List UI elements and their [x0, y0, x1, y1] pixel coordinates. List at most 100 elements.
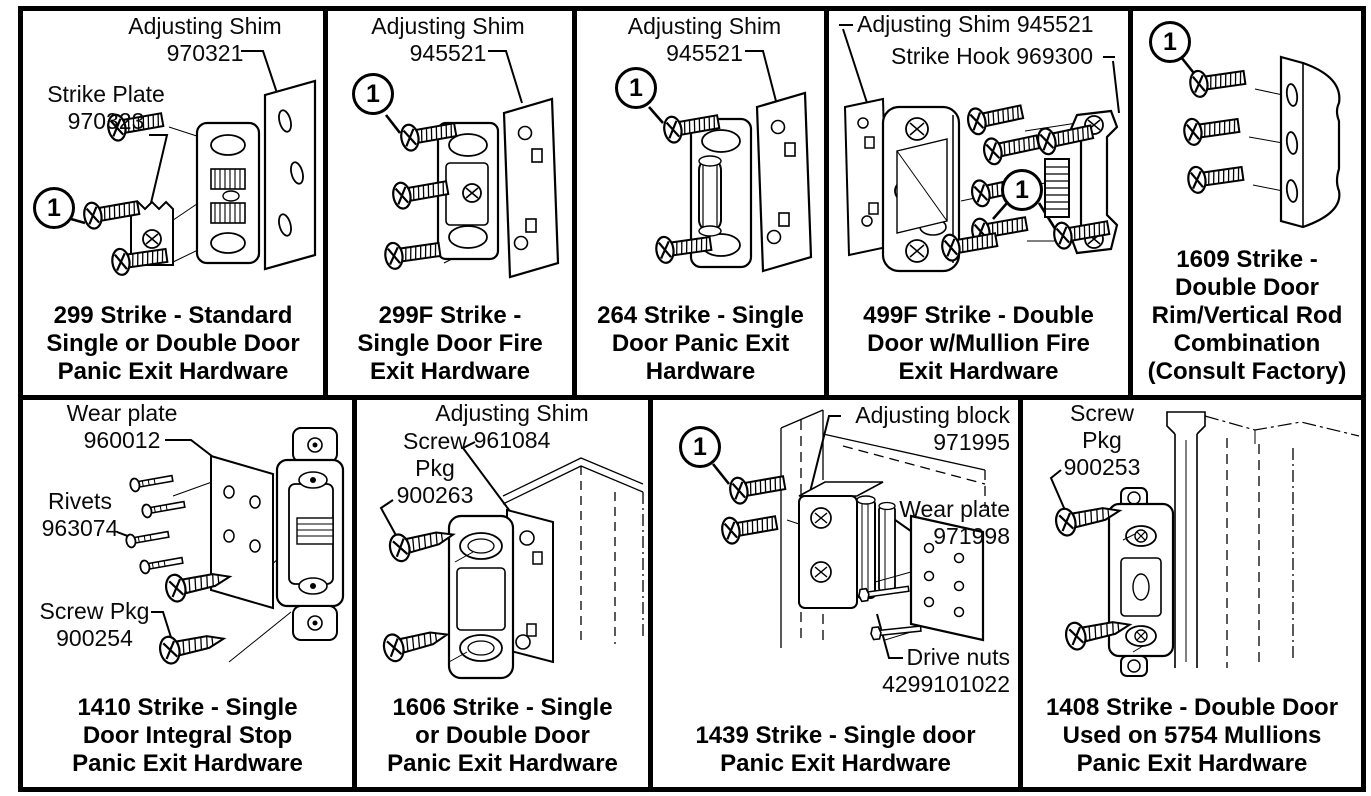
strike-body	[1107, 487, 1175, 677]
caption-1609: 1609 Strike - Double Door Rim/Vertical R…	[1147, 246, 1347, 385]
screw-icon	[1181, 111, 1242, 148]
caption-499F: 499F Strike - Double Door w/Mullion Fire…	[863, 302, 1094, 385]
callout-1-balloon: 1	[1001, 169, 1043, 211]
exploded-view-1606-drawing	[379, 441, 644, 680]
adjusting-shim-plate	[843, 97, 889, 257]
screw-icon	[1185, 159, 1246, 196]
panel-499F-strike: Adjusting Shim 945521 Strike Hook 969300…	[824, 11, 1128, 395]
label-screw-pkg: Screw Pkg 900263	[396, 428, 474, 508]
axis-lines	[1122, 533, 1144, 653]
adjusting-shim-plate	[506, 508, 554, 664]
rivet-icon	[138, 553, 185, 576]
callout-1-balloon: 1	[615, 67, 657, 109]
leader-lines	[384, 50, 523, 134]
screw-icon	[382, 235, 443, 272]
diagram-299: Adjusting Shim 970321 Strike Plate 97032…	[23, 11, 323, 302]
label-adjusting-shim: Adjusting Shim 961084	[435, 400, 589, 453]
adjusting-block	[798, 481, 896, 609]
caption-264: 264 Strike - Single Door Panic Exit Hard…	[597, 302, 804, 385]
strike-body	[447, 514, 515, 680]
leader-lines	[839, 24, 1120, 236]
adjusting-shim-plate	[502, 97, 560, 279]
label-adjusting-block: Adjusting block 971995	[855, 402, 1010, 455]
callout-1-balloon: 1	[1149, 21, 1191, 63]
axis-lines	[786, 519, 912, 641]
diagram-299F: Adjusting Shim 945521 1	[328, 11, 572, 302]
exploded-view-1410-drawing	[116, 427, 345, 667]
screw-icon	[980, 127, 1042, 167]
label-adjusting-shim: Adjusting Shim 970321	[128, 13, 282, 66]
strike-body	[275, 427, 345, 641]
label-drive-nuts: Drive nuts 4299101022	[882, 644, 1010, 697]
callout-1-balloon: 1	[679, 426, 721, 468]
axis-lines	[1248, 88, 1284, 192]
panel-299-strike: Adjusting Shim 970321 Strike Plate 97032…	[23, 11, 323, 395]
top-row: Adjusting Shim 970321 Strike Plate 97032…	[23, 11, 1361, 400]
leader-lines	[648, 50, 778, 124]
exploded-view-1439-drawing	[711, 409, 986, 659]
panel-1609-strike: 1 1609 Strike - Double Door Rim/Vertical…	[1128, 11, 1361, 395]
caption-1439: 1439 Strike - Single door Panic Exit Har…	[695, 722, 976, 777]
wear-plate	[210, 454, 274, 610]
wear-plate	[909, 514, 985, 642]
caption-1410: 1410 Strike - Single Door Integral Stop …	[72, 694, 303, 777]
door-frame	[780, 409, 986, 648]
strike-body	[881, 105, 961, 273]
callout-1-balloon: 1	[352, 73, 394, 115]
panel-264-strike: Adjusting Shim 945521 1 264 Strike - Sin…	[572, 11, 824, 395]
label-adjusting-shim: Adjusting Shim 945521	[627, 13, 782, 66]
diagram-264: Adjusting Shim 945521 1	[577, 11, 824, 302]
axis-lines	[448, 551, 474, 663]
caption-1408: 1408 Strike - Double Door Used on 5754 M…	[1045, 694, 1339, 777]
caption-1606: 1606 Strike - Single or Double Door Pani…	[387, 694, 618, 777]
panel-1408-strike: Screw Pkg 900253 1408 Strike - Double Do…	[1018, 400, 1361, 787]
diagram-1408: Screw Pkg 900253	[1023, 400, 1361, 694]
rivet-icon	[140, 497, 187, 520]
label-strike-plate: Strike Plate 970323	[47, 81, 165, 134]
exploded-view-299-drawing	[70, 50, 317, 278]
adjusting-shim-plate	[263, 79, 317, 271]
panel-299F-strike: Adjusting Shim 945521 1 299F Strike - Si…	[323, 11, 572, 395]
diagram-1606: Adjusting Shim 961084 Screw Pkg 900263	[357, 400, 648, 694]
exploded-view-499F-drawing	[839, 24, 1120, 273]
screw-icon	[964, 97, 1026, 137]
strike-body	[436, 121, 500, 261]
figure-frame: Adjusting Shim 970321 Strike Plate 97032…	[18, 6, 1366, 792]
exploded-view-1609-drawing	[1179, 55, 1341, 229]
caption-299: 299 Strike - Standard Single or Double D…	[46, 302, 300, 385]
label-wear-plate: Wear plate 971998	[899, 496, 1010, 549]
label-screw-pkg: Screw Pkg 900253	[1063, 400, 1141, 480]
label-rivets: Rivets 963074	[41, 488, 119, 541]
diagram-499F: Adjusting Shim 945521 Strike Hook 969300…	[829, 11, 1128, 302]
label-screw-pkg: Screw Pkg 900254	[39, 598, 150, 651]
leader-lines	[70, 50, 280, 225]
strike-body	[195, 121, 261, 265]
panel-1410-strike: Wear plate 960012 Rivets 963074 Screw Pk…	[23, 400, 352, 787]
label-adjusting-shim: Adjusting Shim 945521	[371, 13, 525, 66]
exploded-view-299F-drawing	[382, 50, 560, 279]
strike-hook-block	[1044, 158, 1070, 218]
mullion	[1166, 411, 1360, 668]
door-frame	[502, 457, 644, 644]
exploded-view-264-drawing	[648, 50, 813, 273]
caption-299F: 299F Strike - Single Door Fire Exit Hard…	[357, 302, 543, 385]
diagram-1609: 1	[1133, 11, 1361, 246]
screw-icon	[1187, 63, 1248, 100]
bottom-row: Wear plate 960012 Rivets 963074 Screw Pk…	[23, 400, 1361, 787]
label-adjusting-shim: Adjusting Shim 945521	[857, 11, 1094, 37]
screw-icon	[386, 520, 458, 565]
label-strike-hook: Strike Hook 969300	[891, 43, 1094, 69]
screw-icon	[156, 624, 228, 667]
screw-icon	[380, 620, 452, 665]
callout-1-balloon: 1	[33, 187, 75, 229]
label-wear-plate: Wear plate 960012	[66, 400, 178, 453]
rivet-icon	[128, 471, 175, 494]
screw-icon	[719, 508, 780, 546]
diagram-1410: Wear plate 960012 Rivets 963074 Screw Pk…	[23, 400, 352, 694]
screw-icon	[727, 468, 788, 506]
diagram-1439: Adjusting block 971995 Wear plate 971998…	[653, 400, 1018, 722]
adjusting-shim-plate	[755, 91, 813, 273]
panel-1606-strike: Adjusting Shim 961084 Screw Pkg 900263 1…	[352, 400, 648, 787]
strike-bracket	[1279, 55, 1341, 229]
